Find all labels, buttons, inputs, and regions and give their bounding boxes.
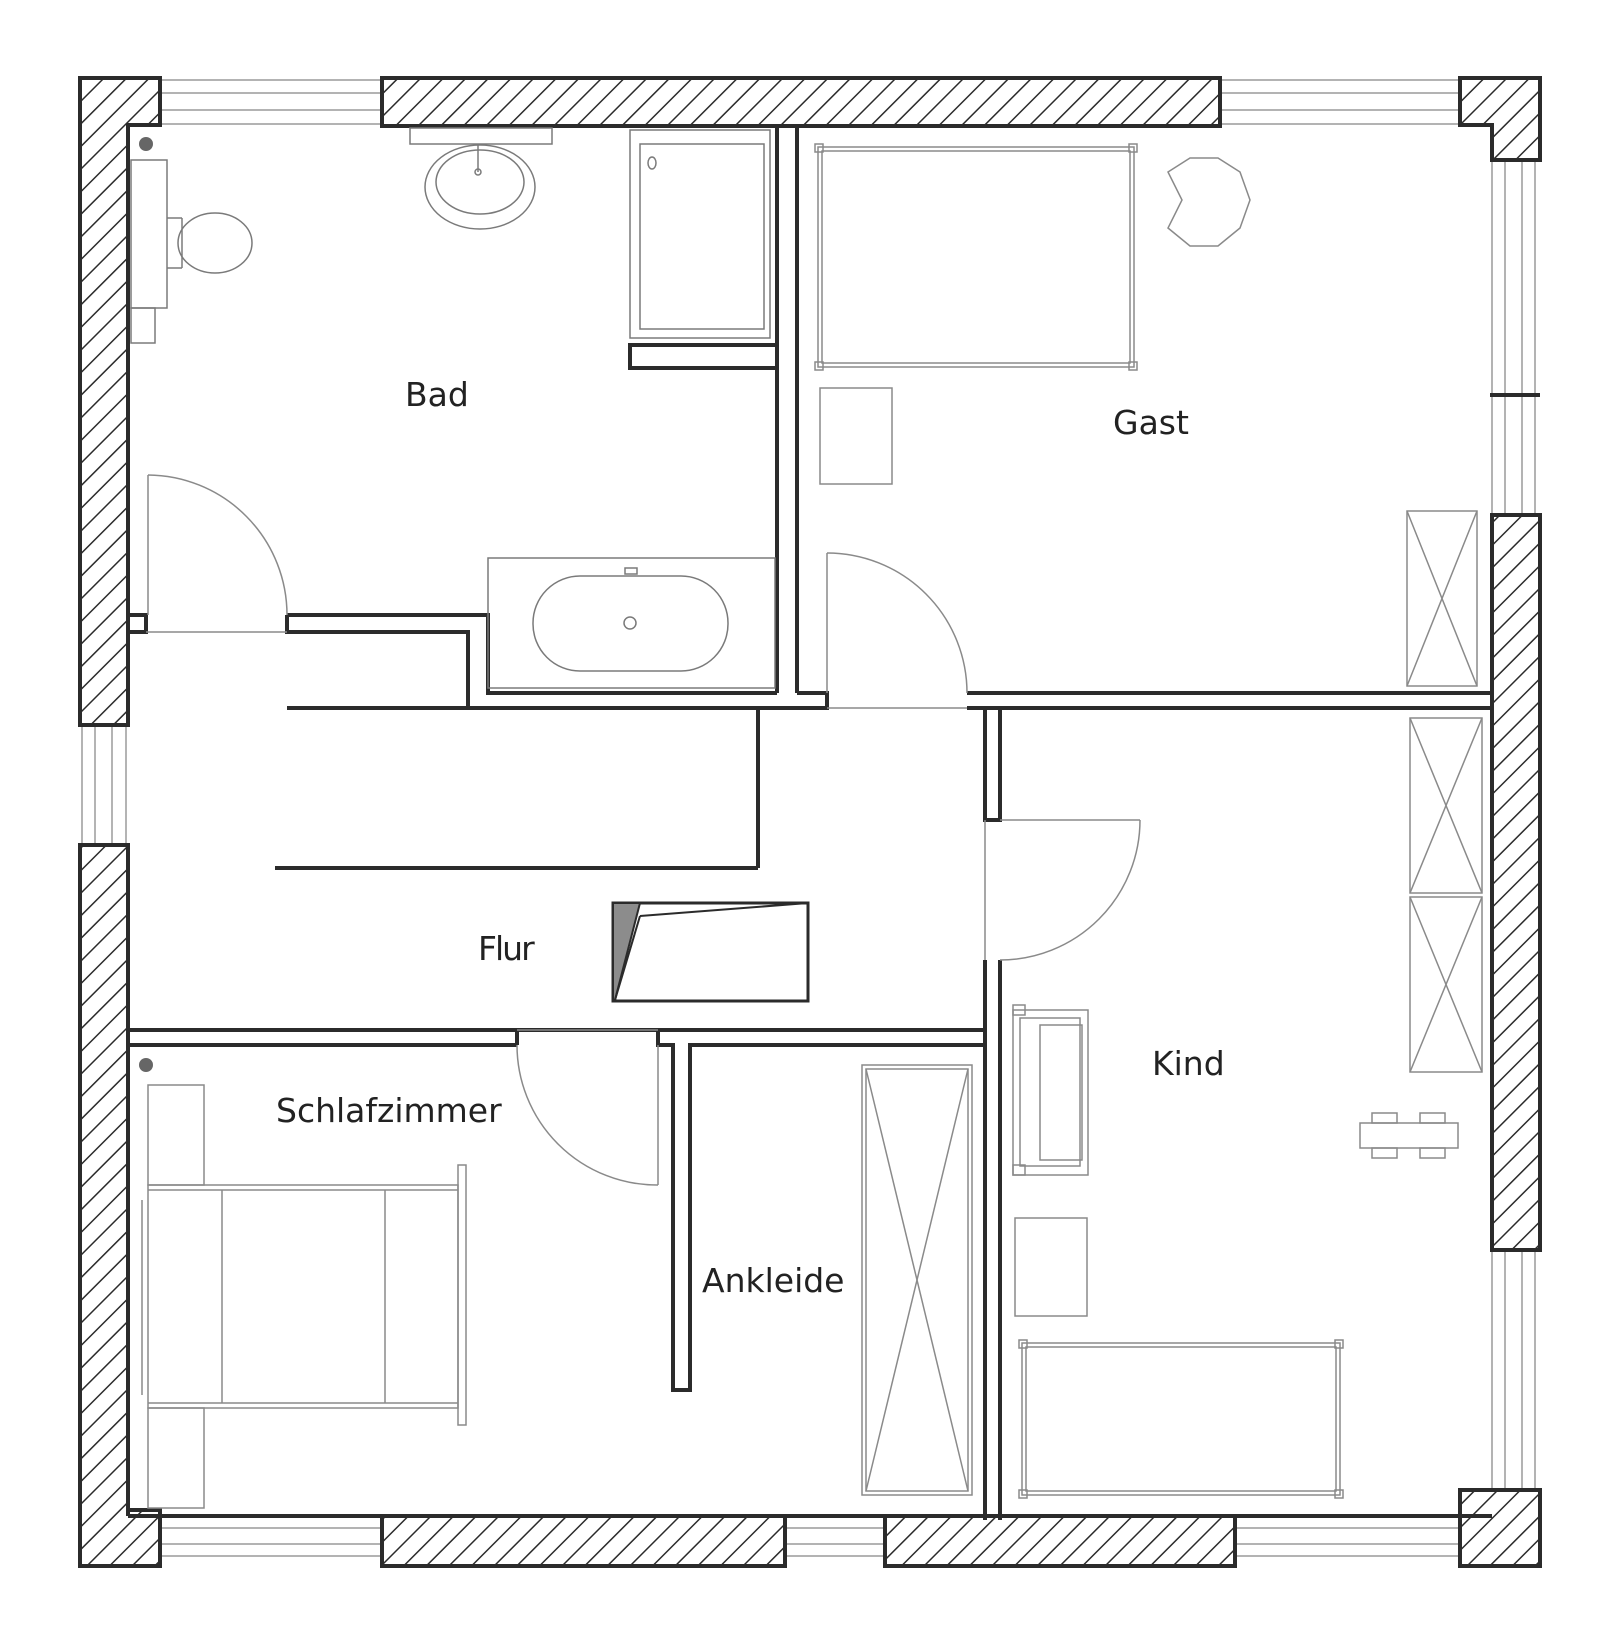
sink (424, 144, 536, 230)
guest-nightstand (819, 387, 893, 485)
dressing-room-wardrobe (861, 1064, 973, 1496)
door-kind (984, 819, 1141, 961)
child-wardrobe-lower (1409, 896, 1483, 1073)
room-label-gast: Gast (1113, 403, 1189, 442)
wall-top-left-corner (78, 76, 162, 727)
door-gast (826, 552, 968, 709)
interior-walls (126, 126, 1492, 1520)
wall-right-middle (1490, 513, 1542, 1252)
window-top-left (160, 79, 382, 125)
room-label-ankleide: Ankleide (702, 1261, 845, 1300)
bedroom-nightstand-bottom (147, 1407, 205, 1509)
child-desk-chair (1012, 1004, 1089, 1176)
room-label-bad: Bad (405, 375, 469, 414)
windows (81, 79, 1536, 1557)
bedroom-nightstand-top (147, 1084, 205, 1186)
chimney (611, 901, 810, 1003)
room-label-kind: Kind (1152, 1044, 1225, 1083)
wall-left-lower (78, 843, 162, 1568)
child-bed (1018, 1339, 1344, 1499)
window-top-right (1220, 79, 1460, 125)
child-nightstand (1014, 1217, 1088, 1317)
door-schlafzimmer (516, 1029, 659, 1186)
toilet (177, 212, 253, 274)
wall-top-middle (380, 76, 1222, 128)
wall-bottom-left (380, 1514, 787, 1568)
window-bottom-left (160, 1514, 382, 1557)
child-wardrobe-upper (1409, 717, 1483, 894)
room-label-schlafzimmer: Schlafzimmer (276, 1091, 502, 1130)
window-right-upper (1491, 160, 1536, 515)
child-room-furniture (1012, 717, 1483, 1499)
wall-bottom-right-corner (1458, 1488, 1542, 1568)
guest-wardrobe (1406, 510, 1478, 687)
guest-round-table (1167, 157, 1251, 247)
vanity (409, 127, 553, 145)
shower (629, 129, 771, 339)
wall-bottom-middle (883, 1514, 1237, 1568)
doors (146, 474, 1141, 1186)
bathtub (487, 557, 776, 689)
guest-room-furniture (814, 143, 1478, 687)
child-small-table (1359, 1112, 1459, 1159)
double-bed (141, 1164, 467, 1426)
bedroom-furniture (139, 1058, 467, 1509)
wall-top-right-corner (1458, 76, 1542, 162)
room-label-flur: Flur (478, 929, 535, 968)
bathroom-fixtures (130, 127, 776, 689)
window-bottom-middle (785, 1514, 885, 1557)
toilet-tank (130, 159, 168, 309)
guest-bed (817, 146, 1135, 368)
exterior-walls (78, 76, 1542, 1568)
window-left-middle (81, 725, 127, 845)
door-bad (146, 474, 288, 633)
window-right-lower (1491, 1250, 1536, 1490)
window-bottom-right (1235, 1514, 1460, 1557)
